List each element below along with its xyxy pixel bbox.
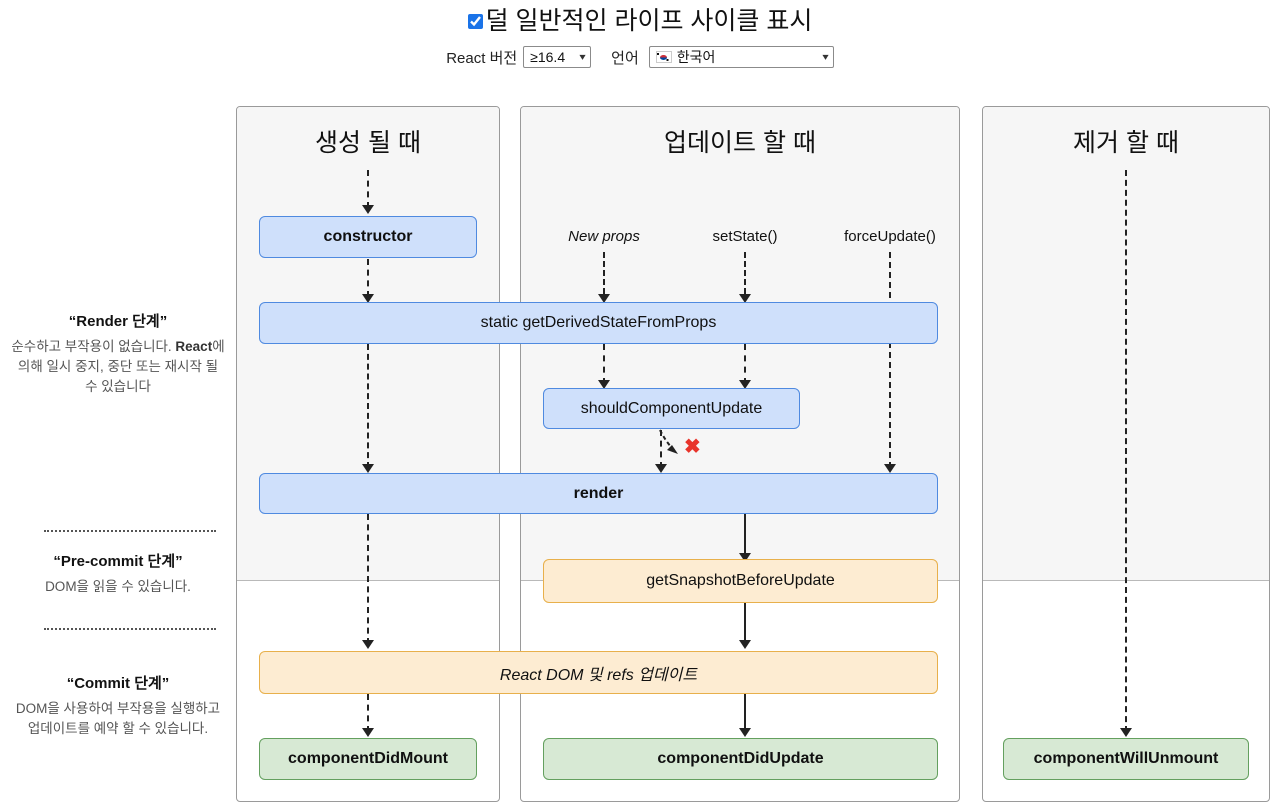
chevron-down-icon: ▾ [822,51,829,63]
column-unmounting-title: 제거 할 때 [1073,129,1179,157]
chevron-down-icon: ▾ [579,51,586,63]
connector-render-to-snapshot [744,514,746,558]
skip-render-branch-arrow [659,429,678,454]
arrowhead [362,464,374,473]
arrowhead [739,728,751,737]
show-less-common-lifecycles-checkbox[interactable] [467,13,483,29]
connector-dom-update-to-did-update [744,694,746,734]
skip-render-x-icon: ✖ [684,436,701,458]
phase-render: “Render 단계” 순수하고 부작용이 없습니다. React에 의해 일시… [10,310,226,397]
arrowhead [739,553,751,562]
phase-commit-description: DOM을 사용하여 부작용을 실행하고 업데이트를 예약 할 수 있습니다. [15,701,221,736]
phase-render-desc-strong: React [175,339,213,354]
react-version-label: React 버전 [446,49,518,67]
language-select[interactable]: 한국어 ▾ [648,46,834,68]
connector-setstate-to-gdsfp [744,252,746,294]
header-controls: 덜 일반적인 라이프 사이클 표시 React 버전 ≥16.4 ▾ 언어 한국… [0,0,1280,68]
arrowhead [739,294,751,303]
arrowhead [739,640,751,649]
language-value: 한국어 [676,49,716,65]
lifecycle-box-get-derived-state-from-props[interactable]: static getDerivedStateFromProps [259,302,938,344]
phase-render-title: “Render 단계” [68,313,168,330]
connector-render-to-dom-update [367,514,369,644]
react-version-select[interactable]: ≥16.4 ▾ [523,46,592,68]
arrowhead [884,464,896,473]
selector-row: React 버전 ≥16.4 ▾ 언어 한국어 ▾ [446,46,834,68]
phase-render-description: 순수하고 부작용이 없습니다. React에 의해 일시 중지, 중단 또는 재… [10,337,226,397]
connector-dom-update-to-did-mount [367,694,369,732]
arrowhead [362,640,374,649]
lifecycle-box-component-will-unmount[interactable]: componentWillUnmount [1003,738,1249,780]
lifecycle-box-get-snapshot-before-update[interactable]: getSnapshotBeforeUpdate [543,559,938,603]
column-mounting-title: 생성 될 때 [315,129,421,157]
arrowhead [598,380,610,389]
trigger-set-state: setState() [712,228,778,245]
phase-commit: “Commit 단계” DOM을 사용하여 부작용을 실행하고 업데이트를 예약… [10,672,226,739]
arrowhead [362,294,374,303]
lifecycle-box-react-dom-refs-update[interactable]: React DOM 및 refs 업데이트 [259,651,938,694]
arrowhead [362,728,374,737]
connector-gdsfp-to-scu-left [603,344,605,384]
trigger-force-update: forceUpdate() [844,228,936,245]
lifecycle-box-component-did-update[interactable]: componentDidUpdate [543,738,938,780]
arrowhead [739,380,751,389]
connector-snapshot-to-dom-update [744,603,746,645]
phase-divider-top [44,530,216,532]
phase-pre-commit-title: “Pre-commit 단계” [53,553,183,570]
phase-render-desc-pre: 순수하고 부작용이 없습니다. [11,339,176,354]
column-updating-title: 업데이트 할 때 [664,129,816,157]
lifecycle-box-component-did-mount[interactable]: componentDidMount [259,738,477,780]
column-updating: 업데이트 할 때 [520,106,960,802]
lifecycle-box-render[interactable]: render [259,473,938,514]
phase-pre-commit: “Pre-commit 단계” DOM을 읽을 수 있습니다. [10,550,226,597]
arrowhead [1120,728,1132,737]
flag-south-korea-icon [655,51,672,63]
connector-gdsfp-to-render [367,344,369,468]
show-less-common-lifecycles-label[interactable]: 덜 일반적인 라이프 사이클 표시 [485,7,813,35]
phase-commit-title: “Commit 단계” [66,675,170,692]
arrowhead [655,464,667,473]
connector-forceupdate-to-render [889,252,891,468]
connector-newprops-to-gdsfp [603,252,605,294]
connector-scu-to-render [660,430,662,468]
phase-render-desc-post: 에 의해 일시 중지, 중단 또는 재시작 될 수 있습니다 [17,339,225,394]
react-version-value: ≥16.4 [530,49,566,65]
phase-pre-commit-description: DOM을 읽을 수 있습니다. [45,579,191,594]
language-label: 언어 [611,49,639,67]
connector-mount-title-to-constructor [367,170,369,208]
connector-constructor-to-gdsfp [367,259,369,297]
connector-unmount-title-to-will-unmount [1125,170,1127,732]
arrowhead [598,294,610,303]
arrowhead [362,205,374,214]
lifecycle-box-constructor[interactable]: constructor [259,216,477,258]
phase-divider-bottom [44,628,216,630]
trigger-new-props: New props [568,228,640,245]
lifecycle-box-should-component-update[interactable]: shouldComponentUpdate [543,388,800,429]
connector-gdsfp-to-scu-right [744,344,746,384]
less-common-lifecycles-toggle-row: 덜 일반적인 라이프 사이클 표시 [467,6,813,36]
